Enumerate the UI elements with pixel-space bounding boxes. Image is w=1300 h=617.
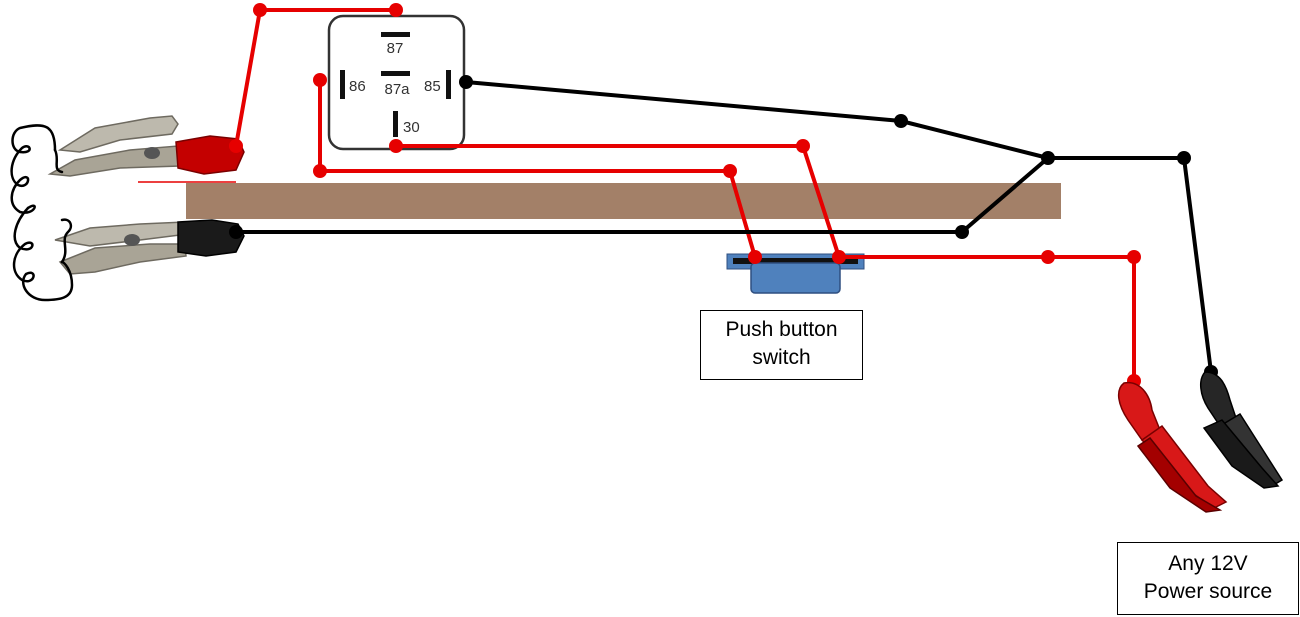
power-source-caption: Any 12V Power source xyxy=(1117,542,1299,615)
power-red-clip-jaw-bottom xyxy=(1136,436,1223,513)
power-caption-line1: Any 12V xyxy=(1168,552,1248,575)
red-joint xyxy=(796,139,810,153)
red-joint xyxy=(229,139,243,153)
upper-clip-jaw-top xyxy=(57,115,179,153)
upper-alligator-clip xyxy=(47,115,245,183)
relay-pin-87a-label: 87a xyxy=(384,81,410,98)
red-joint xyxy=(1127,250,1141,264)
wire-relay-86-to-switch xyxy=(318,80,757,258)
push-button-switch-caption: Push button switch xyxy=(700,310,863,380)
load-scribble-lower xyxy=(12,206,74,302)
switch-caption-line2: switch xyxy=(752,346,811,369)
red-joint xyxy=(1041,250,1055,264)
relay: 87 86 87a 85 30 xyxy=(327,14,466,151)
load-scribble-right xyxy=(53,148,73,264)
relay-pin-85-label: 85 xyxy=(424,78,441,95)
red-joint xyxy=(313,73,327,87)
black-joint xyxy=(894,114,908,128)
switch-button xyxy=(750,262,841,294)
power-black-clip xyxy=(1200,371,1284,489)
lower-clip-jaw-bottom xyxy=(58,243,187,275)
black-joint xyxy=(1177,151,1191,165)
wire-switch-to-power-positive xyxy=(839,255,1136,381)
switch-slot xyxy=(733,258,858,264)
red-joint xyxy=(389,3,403,17)
relay-pin-30-bar xyxy=(393,111,398,137)
relay-pin-85-bar xyxy=(446,70,451,99)
lower-clip-black-boot xyxy=(177,219,245,257)
relay-pin-86-label: 86 xyxy=(349,78,366,95)
black-joint xyxy=(229,225,243,239)
upper-clip-rivet xyxy=(144,147,160,159)
red-joint xyxy=(832,250,846,264)
wire-joints xyxy=(229,3,1218,388)
black-joint xyxy=(1041,151,1055,165)
black-joint xyxy=(459,75,473,89)
relay-pin-87a-bar xyxy=(381,71,410,76)
upper-clip-red-boot xyxy=(175,135,245,175)
lower-alligator-clip xyxy=(54,219,245,275)
red-joint xyxy=(748,250,762,264)
black-joint xyxy=(955,225,969,239)
load-scribble-upper xyxy=(10,124,57,214)
relay-pin-87-bar xyxy=(381,32,410,37)
red-joint xyxy=(313,164,327,178)
wire-junction-to-power-negative xyxy=(1048,156,1213,373)
red-joint xyxy=(723,164,737,178)
push-button-switch xyxy=(726,253,865,294)
switch-caption-line1: Push button xyxy=(725,318,838,341)
lower-clip-rivet xyxy=(124,234,140,246)
lower-clip-jaw-top xyxy=(54,221,189,247)
power-red-clip xyxy=(1117,381,1228,513)
relay-pin-30-label: 30 xyxy=(403,119,420,136)
relay-pin-87-label: 87 xyxy=(387,40,404,57)
red-joint xyxy=(253,3,267,17)
relay-pin-86-bar xyxy=(340,70,345,99)
power-caption-line2: Power source xyxy=(1143,580,1273,603)
wood-board xyxy=(186,183,1061,219)
hand-drawn-load-symbol xyxy=(10,124,74,302)
power-black-clip-handle xyxy=(1200,371,1237,427)
power-black-clip-jaw-bottom xyxy=(1202,419,1280,489)
red-joint xyxy=(389,139,403,153)
